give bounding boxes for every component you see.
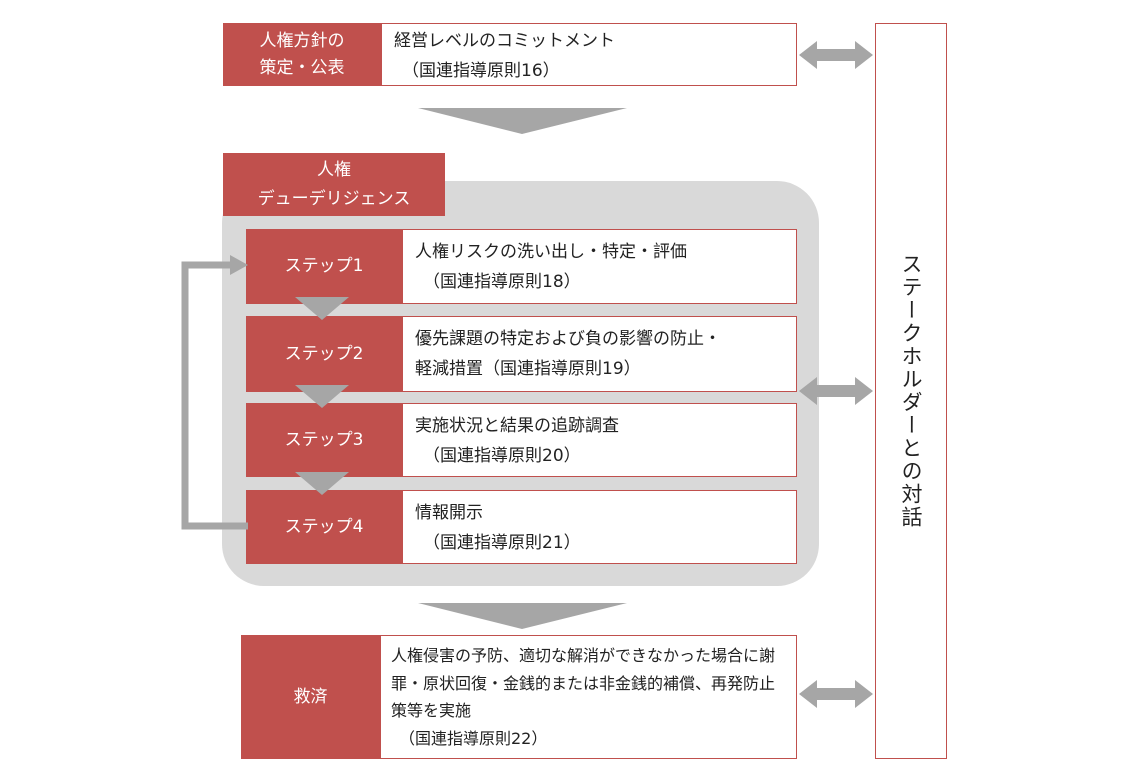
step-2-desc-line1: 優先課題の特定および負の影響の防止・ <box>415 329 721 349</box>
step-3-desc-line2: （国連指導原則20） <box>423 445 581 466</box>
policy-desc-line1: 経営レベルのコミットメント <box>394 31 615 51</box>
step-1-description: 人権リスクの洗い出し・特定・評価 （国連指導原則18） <box>402 229 797 304</box>
policy-label-line2: 策定・公表 <box>259 57 345 78</box>
step-2-label: ステップ2 <box>246 316 402 392</box>
step-3-label: ステップ3 <box>246 403 402 477</box>
flow-arrow-dd-to-remedy <box>418 603 627 629</box>
policy-description: 経営レベルのコミットメント （国連指導原則16） <box>381 23 797 86</box>
remedy-description: 人権侵害の予防、適切な解消ができなかった場合に謝 罪・原状回復・金銭的または非金… <box>380 635 797 759</box>
step-2-desc-line2: 軽減措置（国連指導原則19） <box>415 358 641 379</box>
remedy-desc-line3: 策等を実施 <box>391 701 472 721</box>
policy-desc-line2: （国連指導原則16） <box>402 60 560 81</box>
step-4-description: 情報開示 （国連指導原則21） <box>402 490 797 564</box>
double-arrow-remedy <box>799 680 873 708</box>
remedy-desc-line1: 人権侵害の予防、適切な解消ができなかった場合に謝 <box>391 646 776 665</box>
step-4-desc-line1: 情報開示 <box>415 503 483 523</box>
stakeholder-dialogue-box: ステークホルダーとの対話 <box>875 23 947 759</box>
dd-label-line2: デューデリジェンス <box>257 188 411 209</box>
step-4-desc-line2: （国連指導原則21） <box>423 532 581 553</box>
step-1-desc-line1: 人権リスクの洗い出し・特定・評価 <box>415 242 687 262</box>
stakeholder-dialogue-label: ステークホルダーとの対話 <box>899 253 923 529</box>
step-3-desc-line1: 実施状況と結果の追跡調査 <box>415 416 619 436</box>
step-2-description: 優先課題の特定および負の影響の防止・ 軽減措置（国連指導原則19） <box>402 316 797 392</box>
double-arrow-policy <box>799 41 873 69</box>
dd-label-line1: 人権 <box>316 159 351 180</box>
remedy-desc-line4: （国連指導原則22） <box>399 728 548 748</box>
remedy-desc-line2: 罪・原状回復・金銭的または非金銭的補償、再発防止 <box>391 673 776 693</box>
step-4-label: ステップ4 <box>246 490 402 564</box>
step-3-description: 実施状況と結果の追跡調査 （国連指導原則20） <box>402 403 797 477</box>
due-diligence-label: 人権 デューデリジェンス <box>223 153 445 216</box>
policy-label: 人権方針の 策定・公表 <box>223 23 381 86</box>
step-1-desc-line2: （国連指導原則18） <box>423 271 581 292</box>
flow-arrow-policy-to-dd <box>418 108 627 134</box>
step-1-label: ステップ1 <box>246 229 402 304</box>
policy-label-line1: 人権方針の <box>259 31 345 52</box>
remedy-label: 救済 <box>241 635 380 759</box>
